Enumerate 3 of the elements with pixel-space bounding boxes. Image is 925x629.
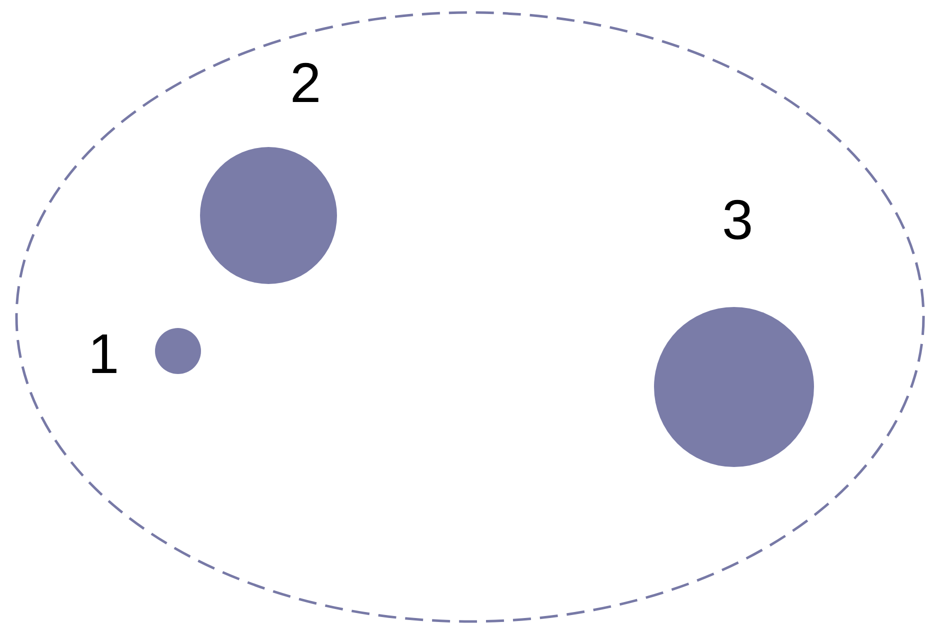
number-label: 1 [88,326,120,382]
number-label: 2 [290,55,322,111]
number-label: 3 [722,192,754,248]
